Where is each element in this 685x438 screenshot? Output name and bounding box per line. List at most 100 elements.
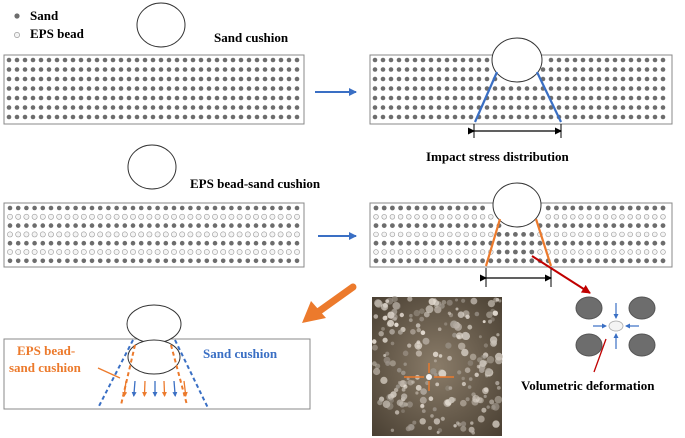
sand-particle [496,240,502,246]
sand-particle [428,76,434,82]
sand-particle [166,86,172,91]
sand-particle [414,240,420,246]
sand-particle [644,258,649,264]
sand-particle [644,95,650,101]
sand-particle [198,105,204,110]
eps-bead-particle [381,214,387,220]
eps-bead-particle [105,213,112,220]
sand-particle [278,258,283,264]
eps-bead-particle [652,249,658,255]
sand-particle [110,67,116,72]
eps-bead-particle [660,249,666,255]
sand-particle [174,57,180,63]
sand-particle [652,114,658,120]
sand-particle [245,240,251,246]
sand-particle [65,205,70,211]
sand-particle [246,105,252,110]
eps-bead-particle [414,214,420,220]
sand-particle [70,57,76,63]
sand-particle [179,258,185,264]
sand-particle [97,223,103,228]
sand-particle [48,223,54,228]
sand-particle [463,205,469,211]
sand-particle [381,223,387,229]
eps-bead-particle [195,231,202,238]
sand-particle [14,76,20,82]
sand-particle [238,57,244,63]
label-compare-sand: Sand cushion [203,346,278,361]
sand-particle [484,76,490,82]
sand-particle [182,105,188,110]
sand-particle [588,114,594,120]
sand-particle [30,57,36,63]
sand-particle [126,76,132,82]
sand-particle [122,240,128,246]
sand-particle [460,67,466,72]
sand-particle [480,240,485,246]
sand-particle [110,95,116,101]
sand-particle [150,76,156,82]
sand-particle [586,258,592,264]
sand-particle [38,86,44,91]
eps-bead-particle [422,249,428,255]
sand-particle [644,105,650,110]
sand-particle [529,232,535,237]
sand-particle [372,57,378,63]
sand-particle [286,57,292,63]
sand-particle [206,95,212,101]
sand-particle [142,86,148,91]
sand-particle [86,67,92,72]
eps-bead-particle [97,231,104,238]
sand-particle [238,86,244,91]
eps-bead-particle [561,214,568,220]
eps-bead-particle [447,249,453,255]
sand-particle [278,57,284,63]
sand-particle [508,86,514,91]
sand-particle [118,67,124,72]
sand-particle [6,67,12,72]
sand-particle [588,105,594,110]
sand-particle [619,223,625,229]
sand-particle [463,223,469,229]
sand-particle [222,57,228,63]
sand-particle [182,67,188,72]
sand-particle [118,76,124,82]
sand-particle [147,205,152,211]
sand-particle [142,76,148,82]
sand-particle [150,114,156,120]
sand-particle [652,223,658,229]
sand-particle [237,240,242,246]
eps-bead-particle [479,231,486,238]
sand-particle [278,105,284,110]
sand-particle [253,205,259,211]
sand-particle [428,114,434,120]
sand-particle [611,205,617,211]
sand-particle [24,205,29,211]
sand-particle [15,258,21,264]
sand-particle [540,67,546,72]
sand-particle [278,114,284,120]
sand-particle [114,258,119,264]
sand-particle [198,114,204,120]
sand-particle [660,223,666,229]
sand-particle [54,76,60,82]
sand-particle [15,240,21,246]
eps-bead-particle [179,213,186,220]
eps-bead-particle [244,249,251,255]
sand-particle [412,67,418,72]
sand-particle [114,240,119,246]
eps-bead-particle [660,231,666,238]
eps-bead-particle [553,249,560,255]
sand-particle [294,95,300,101]
sand-particle [636,114,642,120]
sand-particle [444,105,450,110]
sand-particle [229,205,234,211]
sand-particle [447,258,453,264]
sand-particle [422,240,428,246]
sand-particle [56,240,62,246]
sand-particle [472,205,477,211]
sand-particle [396,86,402,91]
sand-particle [70,67,76,72]
sand-particle [414,205,420,211]
sand-particle [460,76,466,82]
